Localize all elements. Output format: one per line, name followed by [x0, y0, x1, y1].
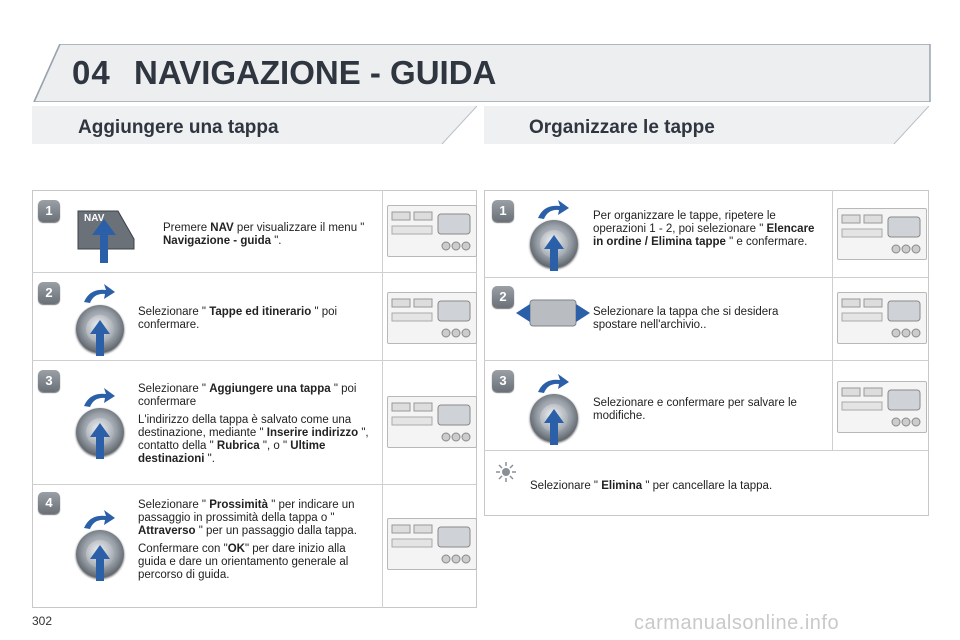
rotate-arrow-icon: [84, 284, 115, 303]
column-divider: [832, 190, 833, 450]
step-text: Per organizzare le tappe, ripetere le op…: [593, 210, 815, 248]
watermark: carmanualsonline.info: [634, 612, 840, 634]
step-number: 3: [38, 370, 60, 392]
right-section-band: [484, 106, 929, 144]
row-divider: [32, 360, 477, 361]
tip-text: Selezionare " Elimina " per cancellare l…: [530, 480, 773, 492]
page-number: 302: [32, 614, 53, 628]
left-section-title: Aggiungere una tappa: [78, 117, 279, 138]
nav-button-label: NAV: [84, 213, 105, 224]
chapter-title: NAVIGAZIONE - GUIDA: [134, 54, 497, 91]
row-divider: [484, 360, 929, 361]
radio-panel-image: [837, 208, 927, 260]
step-text: Selezionare " Tappe ed itinerario " poi …: [138, 306, 338, 331]
rotate-arrow-icon: [84, 388, 115, 407]
row-divider: [32, 484, 477, 485]
press-arrow-icon: [544, 409, 564, 445]
chapter-number: 04: [72, 54, 111, 91]
radio-panel-image: [837, 381, 927, 433]
radio-panel-image: [387, 518, 477, 570]
step-number: 4: [38, 492, 60, 514]
rotate-arrow-icon: [538, 200, 569, 219]
step-number: 1: [492, 200, 514, 222]
row-divider: [484, 277, 929, 278]
step-text: Premere NAV per visualizzare il menu " N…: [163, 222, 365, 247]
radio-panel-image: [387, 396, 477, 448]
row-divider: [32, 272, 477, 273]
press-arrow-icon: [544, 235, 564, 271]
press-arrow-icon: [90, 423, 110, 459]
left-section-band: [32, 106, 477, 144]
nav-button-icon: [77, 210, 135, 263]
radio-panel-image: [387, 292, 477, 344]
step-number: 3: [492, 370, 514, 392]
column-divider: [382, 190, 383, 608]
radio-panel-image: [837, 292, 927, 344]
directional-pad-icon: [516, 299, 590, 327]
radio-panel-image: [387, 205, 477, 257]
row-divider: [484, 450, 929, 451]
step-number: 1: [38, 200, 60, 222]
press-arrow-icon: [90, 545, 110, 581]
tip-sun-icon: [496, 462, 516, 482]
header-band: [33, 44, 931, 102]
right-section-title: Organizzare le tappe: [529, 117, 715, 138]
step-number: 2: [492, 286, 514, 308]
press-arrow-icon: [90, 320, 110, 356]
rotate-arrow-icon: [84, 510, 115, 529]
step-text: Selezionare " Aggiungere una tappa " poi…: [138, 383, 369, 465]
step-text: Selezionare e confermare per salvare le …: [593, 397, 797, 422]
step-number: 2: [38, 282, 60, 304]
rotate-arrow-icon: [538, 374, 569, 393]
step-text: Selezionare " Prossimità " per indicare …: [138, 499, 357, 581]
step-text: Selezionare la tappa che si desidera spo…: [593, 306, 779, 331]
